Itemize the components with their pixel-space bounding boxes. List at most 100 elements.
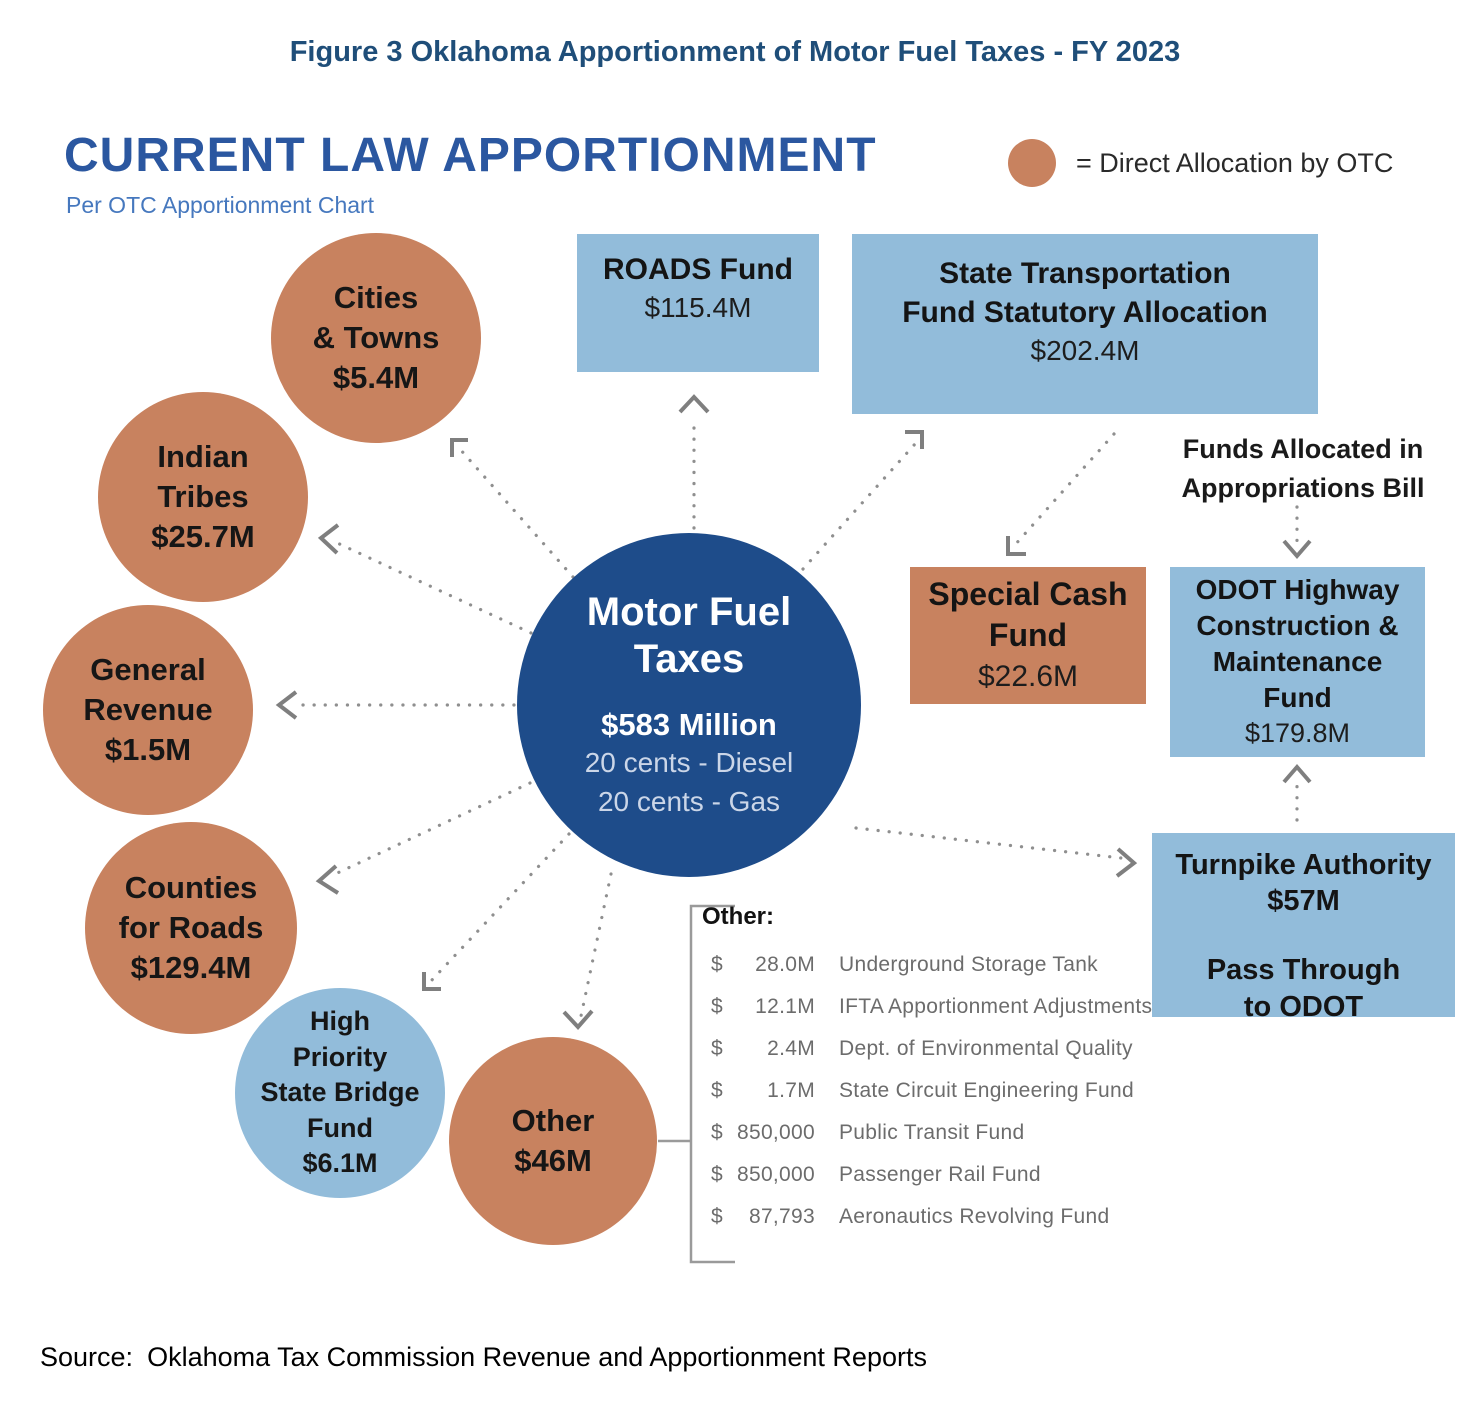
source-text: Oklahoma Tax Commission Revenue and Appo… [147, 1342, 927, 1372]
node-roads-fund: ROADS Fund $115.4M [577, 234, 819, 372]
legend: = Direct Allocation by OTC [1008, 139, 1393, 187]
node-label: State Bridge [260, 1077, 420, 1108]
node-value: $129.4M [130, 950, 252, 986]
row-amount: 87,793 [748, 1205, 815, 1228]
source-label: Source: [40, 1342, 134, 1372]
source-note: Source: Oklahoma Tax Commission Revenue a… [40, 1342, 927, 1373]
node-label: General [90, 651, 206, 687]
node-label: Fund [307, 1112, 373, 1143]
diagram-heading: CURRENT LAW APPORTIONMENT [64, 129, 877, 182]
node-cities-towns: Cities & Towns $5.4M [271, 233, 481, 443]
node-label: Counties [124, 869, 258, 905]
row-amount: 2.4M [767, 1037, 815, 1060]
node-label: ODOT Highway [1195, 574, 1400, 606]
row-currency: $ [711, 995, 723, 1018]
node-value: $179.8M [1244, 718, 1351, 749]
node-label: Indian [157, 438, 249, 474]
row-name: Aeronautics Revolving Fund [839, 1205, 1110, 1228]
arrow-line-center-to-counties [329, 781, 532, 878]
arrow-line-center-to-turnpike [854, 826, 1123, 860]
arrowhead-general [275, 690, 298, 720]
node-label: Other [511, 1102, 595, 1138]
arrowhead-tribes [317, 523, 340, 555]
node-title-line: Motor Fuel [586, 589, 792, 634]
arrow-line-center-to-other [579, 872, 613, 1018]
node-label: ROADS Fund [603, 253, 793, 286]
arrowhead-bridge [422, 972, 441, 991]
arrowhead-other [562, 1009, 594, 1030]
node-odot-highway-fund: ODOT Highway Construction & Maintenance … [1170, 567, 1425, 757]
node-value: $6.1M [302, 1148, 378, 1179]
row-name: IFTA Apportionment Adjustments [839, 995, 1153, 1018]
annotation-line: Appropriations Bill [1181, 473, 1425, 504]
arrowhead-special-cash [1006, 536, 1026, 556]
diagram-subheading: Per OTC Apportionment Chart [66, 192, 375, 218]
annotation-line: Funds Allocated in [1182, 434, 1424, 464]
row-currency: $ [711, 1079, 723, 1102]
node-label: Construction & [1196, 609, 1399, 641]
node-label: Fund [1263, 681, 1332, 713]
node-label: Turnpike Authority [1175, 849, 1432, 881]
arrow-line-center-to-tribes [331, 539, 533, 635]
row-name: Passenger Rail Fund [839, 1163, 1041, 1186]
direct-allocation-swatch-icon [1008, 139, 1056, 187]
list-item: $ 850,000 Public Transit Fund [702, 1121, 1152, 1163]
node-general-revenue: General Revenue $1.5M [43, 605, 253, 815]
row-amount: 1.7M [767, 1079, 815, 1102]
node-label: State Transportation [939, 257, 1231, 290]
node-motor-fuel-taxes: Motor Fuel Taxes $583 Million 20 cents -… [517, 533, 861, 877]
appropriations-annotation: Funds Allocated in Appropriations Bill [1178, 430, 1428, 508]
node-value: $5.4M [332, 360, 420, 396]
node-label: Fund Statutory Allocation [902, 296, 1268, 329]
other-list-bracket [689, 904, 735, 1264]
arrow-line-center-to-bridge [429, 832, 571, 983]
node-label: & Towns [312, 319, 440, 355]
node-rate-diesel: 20 cents - Diesel [584, 747, 794, 779]
arrowhead-counties [315, 864, 340, 895]
node-title: Motor Fuel Taxes [587, 589, 791, 683]
other-breakdown-rows: $ 28.0M Underground Storage Tank $ 12.1M… [702, 953, 1152, 1247]
node-value: $57M [1267, 884, 1340, 917]
node-total: $583 Million [601, 707, 777, 743]
row-name: Dept. of Environmental Quality [839, 1037, 1133, 1060]
row-amount: 12.1M [755, 995, 815, 1018]
node-label: Special Cash [928, 575, 1128, 612]
node-value: $115.4M [644, 292, 752, 323]
row-name: State Circuit Engineering Fund [839, 1079, 1134, 1102]
arrow-line-state-transport-to-special-cash [1012, 432, 1116, 548]
list-item: $ 1.7M State Circuit Engineering Fund [702, 1079, 1152, 1121]
node-label: Tribes [157, 478, 249, 514]
arrowhead-cities [450, 438, 468, 457]
arrow-line-center-to-cities [457, 446, 575, 579]
row-amount: 28.0M [755, 953, 815, 976]
row-currency: $ [711, 1037, 723, 1060]
row-amount: 850,000 [736, 1121, 815, 1144]
arrowhead-odot-from-appropriations [1282, 539, 1312, 560]
node-label: High [310, 1005, 370, 1036]
row-name: Underground Storage Tank [839, 953, 1098, 976]
list-item: $ 12.1M IFTA Apportionment Adjustments [702, 995, 1152, 1037]
node-label: Maintenance [1212, 645, 1383, 677]
node-value: $25.7M [151, 519, 255, 555]
node-value: $202.4M [1030, 335, 1140, 366]
node-value: $46M [514, 1143, 592, 1178]
row-name: Public Transit Fund [839, 1121, 1025, 1144]
list-item: $ 850,000 Passenger Rail Fund [702, 1163, 1152, 1205]
node-value: $1.5M [104, 732, 192, 768]
figure-title: Figure 3 Oklahoma Apportionment of Motor… [289, 36, 1181, 68]
row-currency: $ [711, 1163, 723, 1186]
arrowhead-roads [678, 394, 710, 414]
arrowhead-state-transport [905, 430, 924, 449]
legend-label: = Direct Allocation by OTC [1076, 147, 1394, 178]
node-high-priority-state-bridge-fund: High Priority State Bridge Fund $6.1M [235, 988, 445, 1198]
node-label: for Roads [118, 909, 264, 945]
list-item: $ 28.0M Underground Storage Tank [702, 953, 1152, 995]
node-indian-tribes: Indian Tribes $25.7M [98, 392, 308, 602]
node-note: Pass Through [1206, 953, 1401, 986]
node-title-line: Taxes [633, 637, 745, 682]
node-value: $22.6M [977, 659, 1079, 693]
node-other: Other $46M [449, 1037, 657, 1245]
arrow-line-center-to-state-transport [801, 442, 917, 571]
